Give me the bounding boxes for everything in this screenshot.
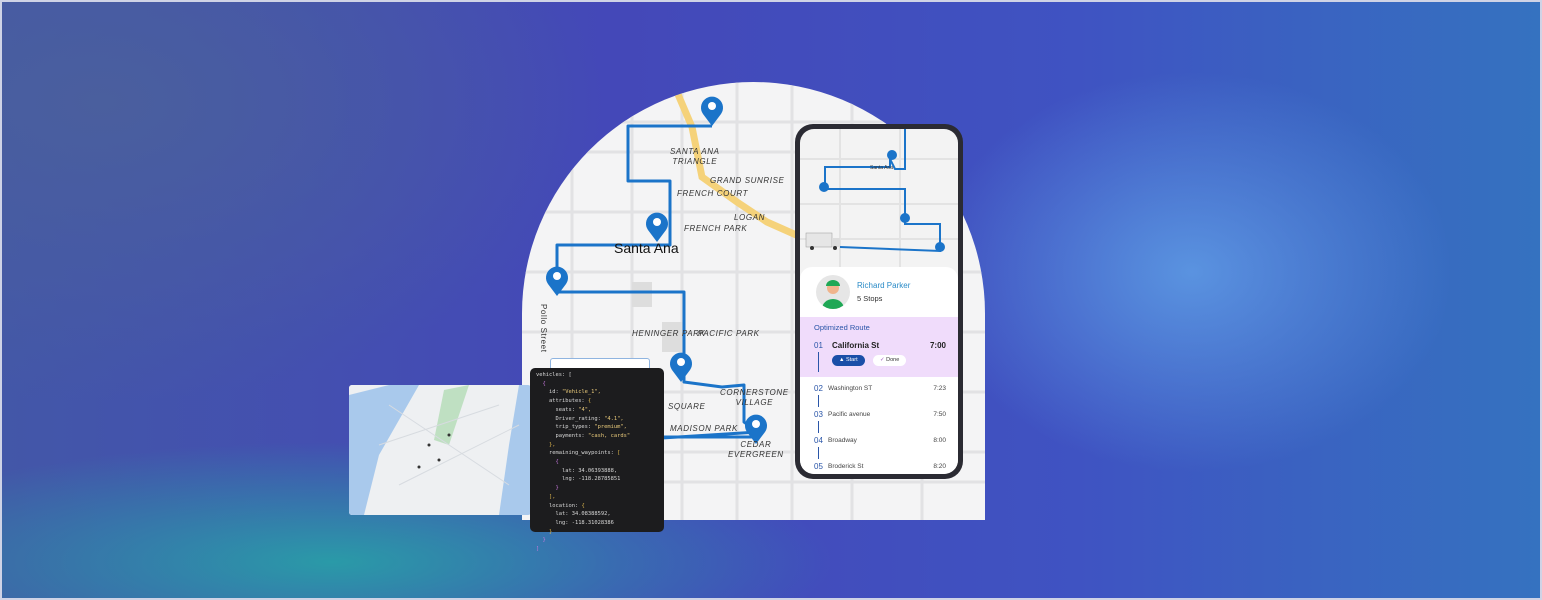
phone-map: [800, 129, 958, 279]
code-line: Driver_rating: "4.1",: [536, 415, 624, 422]
map-label: CORNERSTONE VILLAGE: [720, 388, 789, 407]
stops-count: 5 Stops: [857, 294, 883, 303]
code-line: attributes: {: [536, 398, 592, 405]
code-line: payments: "cash, cards": [536, 432, 631, 439]
code-line: trip_types: "premium",: [536, 424, 627, 431]
map-pin-icon: [819, 150, 945, 252]
json-code-panel: vehicles: [ { id: "Vehicle_1", attribute…: [530, 368, 664, 552]
code-line: lng: -118.31028386: [536, 519, 614, 526]
code-line: location: {: [536, 502, 585, 509]
map-label: FRENCH COURT: [677, 189, 749, 198]
map-label: LOGAN: [734, 213, 766, 222]
code-line: remaining_waypoints: [: [536, 450, 621, 457]
driver-name: Richard Parker: [857, 281, 911, 290]
stop-time: 7:00: [929, 341, 946, 350]
phone-mockup: Santa Ana Richard Parker 5 Stops Optimiz…: [795, 124, 963, 479]
route-sheet: Richard Parker 5 Stops Optimized Route 0…: [800, 267, 958, 474]
truck-icon: [805, 232, 840, 250]
map-label: MADISON PARK: [670, 424, 738, 433]
code-line: seats: "4",: [536, 406, 592, 413]
city-map-thumbnail: [349, 385, 531, 515]
map-label: CEDAR EVERGREEN: [728, 440, 784, 459]
code-line: {: [536, 380, 546, 387]
code-line: }: [536, 485, 559, 492]
code-line: },: [536, 441, 556, 448]
highway: [673, 90, 814, 246]
map-label: GRAND SUNRISE: [710, 176, 785, 185]
map-label: PACIFIC PARK: [698, 329, 760, 338]
code-line: vehicles: [: [536, 372, 572, 378]
done-button[interactable]: ✓ Done: [873, 355, 907, 366]
active-stop-panel: Optimized Route 01 California St 7:00 ▲ …: [800, 317, 958, 377]
code-line: }: [536, 528, 553, 535]
code-line: lat: 34.08388592,: [536, 511, 611, 518]
start-button[interactable]: ▲ Start: [832, 355, 865, 366]
code-line: ]: [536, 546, 540, 553]
map-label: HENINGER PARK: [632, 329, 706, 338]
map-label: SANTA ANA TRIANGLE: [670, 147, 720, 166]
code-line: lng: -118.28785851: [536, 476, 621, 483]
stop-number: 01: [814, 341, 823, 350]
code-line: }: [536, 537, 546, 544]
phone-map-label: Santa Ana: [870, 165, 894, 171]
stop-street: California St: [832, 341, 880, 350]
city-label: Santa Ana: [614, 240, 679, 256]
check-icon: ✓: [880, 357, 887, 363]
navigate-icon: ▲: [839, 357, 846, 363]
driver-avatar: [816, 275, 850, 309]
code-line: id: "Vehicle_1",: [536, 389, 601, 396]
code-line: {: [536, 459, 559, 466]
section-title: Optimized Route: [814, 323, 870, 332]
map-label: FRENCH PARK: [684, 224, 748, 233]
code-line: ],: [536, 493, 556, 500]
code-line: lat: 34.06393888,: [536, 467, 618, 474]
map-label: SQUARE: [668, 402, 706, 411]
street-label: Pollo Street: [539, 304, 548, 353]
